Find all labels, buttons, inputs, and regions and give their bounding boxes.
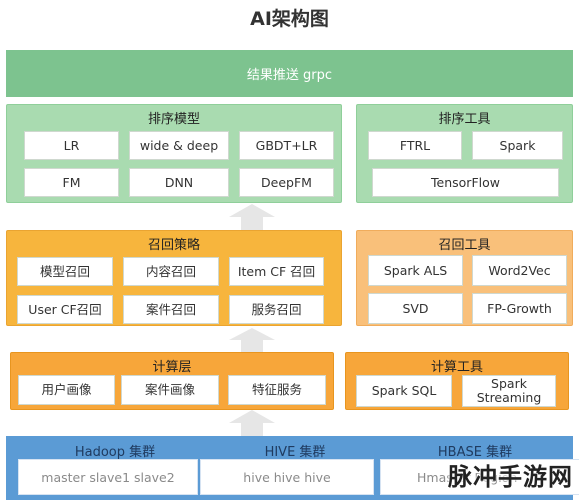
recall-model: 模型召回 xyxy=(17,257,113,286)
recall-content: 内容召回 xyxy=(123,257,219,286)
ranking-tools-title: 排序工具 xyxy=(438,112,491,127)
ranking-model-wide-deep: wide & deep xyxy=(129,131,229,160)
recall-item-cf: Item CF 召回 xyxy=(229,257,324,286)
cluster-hive-label: HIVE 集群 xyxy=(264,445,326,460)
cluster-hbase-label: HBASE 集群 xyxy=(437,445,513,460)
recall-strategy-panel: 召回策略 模型召回 内容召回 Item CF 召回 User CF召回 案件召回… xyxy=(6,230,342,326)
recall-case: 案件召回 xyxy=(123,295,219,324)
recall-tool-word2vec: Word2Vec xyxy=(472,255,567,286)
ranking-model-dnn: DNN xyxy=(129,168,229,197)
ranking-model-lr: LR xyxy=(24,131,119,160)
recall-tool-fp-growth: FP-Growth xyxy=(472,293,567,324)
compute-tool-spark-sql: Spark SQL xyxy=(356,375,452,407)
ranking-model-deepfm: DeepFM xyxy=(239,168,334,197)
ranking-tool-ftrl: FTRL xyxy=(368,131,462,160)
up-arrow-icon xyxy=(229,328,275,352)
recall-tool-svd: SVD xyxy=(368,293,463,324)
ranking-model-title: 排序模型 xyxy=(147,112,200,127)
cluster-hadoop-label: Hadoop 集群 xyxy=(74,445,156,460)
recall-user-cf: User CF召回 xyxy=(17,295,113,324)
compute-layer-panel: 计算层 用户画像 案件画像 特征服务 xyxy=(10,352,334,410)
recall-tools-title: 召回工具 xyxy=(438,238,491,253)
up-arrow-icon xyxy=(229,204,275,230)
up-arrow-icon xyxy=(229,410,275,436)
compute-feature-service: 特征服务 xyxy=(228,375,326,405)
result-push-bar: 结果推送 grpc xyxy=(6,50,573,97)
compute-layer-title: 计算层 xyxy=(152,360,192,375)
recall-tool-spark-als: Spark ALS xyxy=(368,255,463,286)
ranking-tool-spark: Spark xyxy=(472,131,563,160)
compute-user-profile: 用户画像 xyxy=(18,375,115,405)
cluster-hbase-nodes: Hmaster Region xyxy=(380,459,579,495)
diagram-title: AI架构图 xyxy=(250,8,329,30)
cluster-hive-nodes: hive hive hive xyxy=(200,459,374,495)
recall-service: 服务召回 xyxy=(229,295,324,324)
recall-tools-panel: 召回工具 Spark ALS Word2Vec SVD FP-Growth xyxy=(356,230,573,326)
compute-tools-title: 计算工具 xyxy=(430,360,483,375)
ranking-model-panel: 排序模型 LR wide & deep GBDT+LR FM DNN DeepF… xyxy=(6,104,342,203)
ranking-model-fm: FM xyxy=(24,168,119,197)
compute-tool-spark-streaming: Spark Streaming xyxy=(462,375,556,407)
ranking-tool-tensorflow: TensorFlow xyxy=(372,168,559,197)
compute-case-profile: 案件画像 xyxy=(121,375,219,405)
ranking-model-gbdt-lr: GBDT+LR xyxy=(239,131,334,160)
cluster-hadoop-nodes: master slave1 slave2 xyxy=(18,459,198,495)
compute-tools-panel: 计算工具 Spark SQL Spark Streaming xyxy=(345,352,569,410)
watermark: 脉冲手游网 xyxy=(448,463,573,491)
ranking-tools-panel: 排序工具 FTRL Spark TensorFlow xyxy=(356,104,573,203)
recall-strategy-title: 召回策略 xyxy=(147,238,200,253)
